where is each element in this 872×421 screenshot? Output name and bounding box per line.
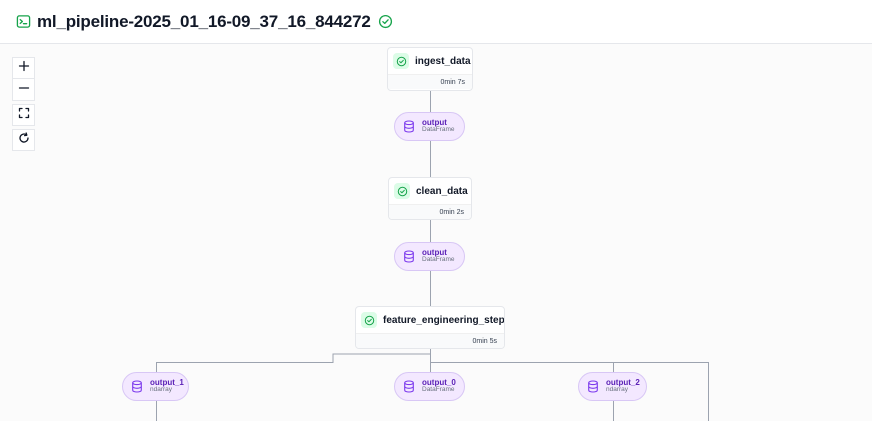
- reset-view-button[interactable]: [12, 129, 35, 151]
- zoom-out-button[interactable]: [12, 79, 35, 101]
- check-circle-icon: [378, 14, 393, 29]
- run-title: ml_pipeline-2025_01_16-09_37_16_844272: [37, 11, 371, 31]
- artifact-node-output-0[interactable]: output_0 DataFrame: [394, 372, 465, 401]
- minus-icon: [18, 81, 30, 99]
- database-icon: [130, 380, 144, 394]
- step-name: clean_data: [416, 185, 468, 197]
- artifact-node-output-1[interactable]: output_1 ndarray: [122, 372, 189, 401]
- dag-canvas[interactable]: [0, 44, 872, 421]
- artifact-node-output-2[interactable]: output_2 ndarray: [578, 372, 647, 401]
- step-header: feature_engineering_step: [356, 307, 504, 333]
- run-header: ml_pipeline-2025_01_16-09_37_16_844272: [0, 0, 872, 44]
- step-node-feature-engineering[interactable]: feature_engineering_step 0min 5s: [355, 306, 505, 349]
- fit-view-button[interactable]: [12, 104, 35, 126]
- step-node-clean-data[interactable]: clean_data 0min 2s: [388, 177, 472, 220]
- artifact-type: ndarray: [606, 386, 629, 394]
- plus-icon: [18, 59, 30, 77]
- artifact-name: output: [422, 247, 447, 257]
- zoom-controls: [12, 57, 35, 151]
- database-icon: [402, 250, 416, 264]
- database-icon: [402, 120, 416, 134]
- artifact-node-ingest-output[interactable]: output DataFrame: [394, 112, 465, 141]
- step-header: clean_data: [389, 178, 471, 204]
- database-icon: [402, 380, 416, 394]
- artifact-name: output_2: [606, 377, 640, 387]
- step-duration: 0min 2s: [389, 204, 471, 219]
- step-header: ingest_data: [388, 48, 472, 74]
- refresh-icon: [18, 131, 30, 149]
- step-duration: 0min 5s: [356, 333, 504, 348]
- fit-view-icon: [18, 106, 30, 124]
- check-circle-icon: [394, 183, 410, 199]
- artifact-type: DataFrame: [422, 386, 455, 394]
- step-name: feature_engineering_step: [383, 314, 505, 326]
- artifact-name: output_0: [422, 377, 456, 387]
- zoom-in-button[interactable]: [12, 57, 35, 79]
- artifact-type: ndarray: [150, 386, 173, 394]
- check-circle-icon: [361, 312, 377, 328]
- database-icon: [586, 380, 600, 394]
- artifact-type: DataFrame: [422, 126, 455, 134]
- check-circle-icon: [393, 53, 409, 69]
- terminal-icon: [16, 14, 31, 29]
- step-name: ingest_data: [415, 55, 471, 67]
- artifact-node-clean-output[interactable]: output DataFrame: [394, 242, 465, 271]
- artifact-name: output: [422, 117, 447, 127]
- step-node-ingest-data[interactable]: ingest_data 0min 7s: [387, 47, 473, 91]
- artifact-name: output_1: [150, 377, 184, 387]
- step-duration: 0min 7s: [388, 74, 472, 89]
- artifact-type: DataFrame: [422, 256, 455, 264]
